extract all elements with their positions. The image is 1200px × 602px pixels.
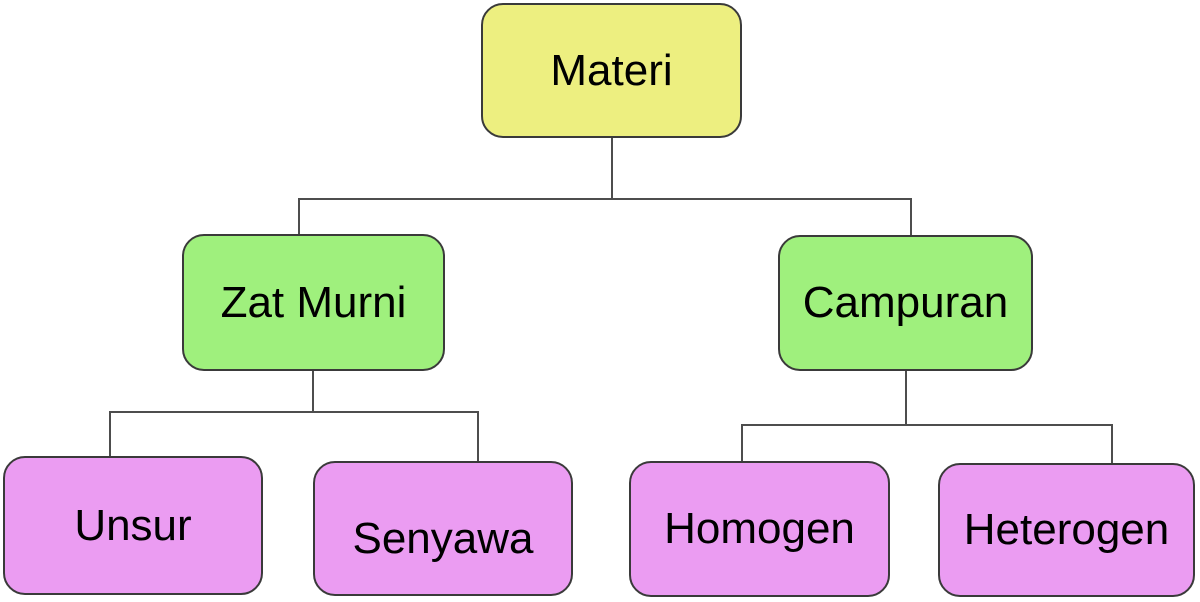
node-homogen: Homogen xyxy=(629,461,890,597)
node-unsur-label: Unsur xyxy=(74,500,192,550)
node-senyawa: Senyawa xyxy=(313,461,573,596)
node-heterogen: Heterogen xyxy=(938,463,1195,597)
node-campuran: Campuran xyxy=(778,235,1033,371)
node-unsur: Unsur xyxy=(3,456,263,595)
node-heterogen-label: Heterogen xyxy=(963,505,1170,554)
node-homogen-label: Homogen xyxy=(664,504,855,553)
node-senyawa-label: Senyawa xyxy=(352,513,534,563)
node-campuran-label: Campuran xyxy=(802,278,1009,327)
node-zat-murni-label: Zat Murni xyxy=(220,277,407,327)
node-materi-label: Materi xyxy=(550,45,673,95)
node-zat-murni: Zat Murni xyxy=(182,234,445,371)
node-materi: Materi xyxy=(481,3,742,138)
